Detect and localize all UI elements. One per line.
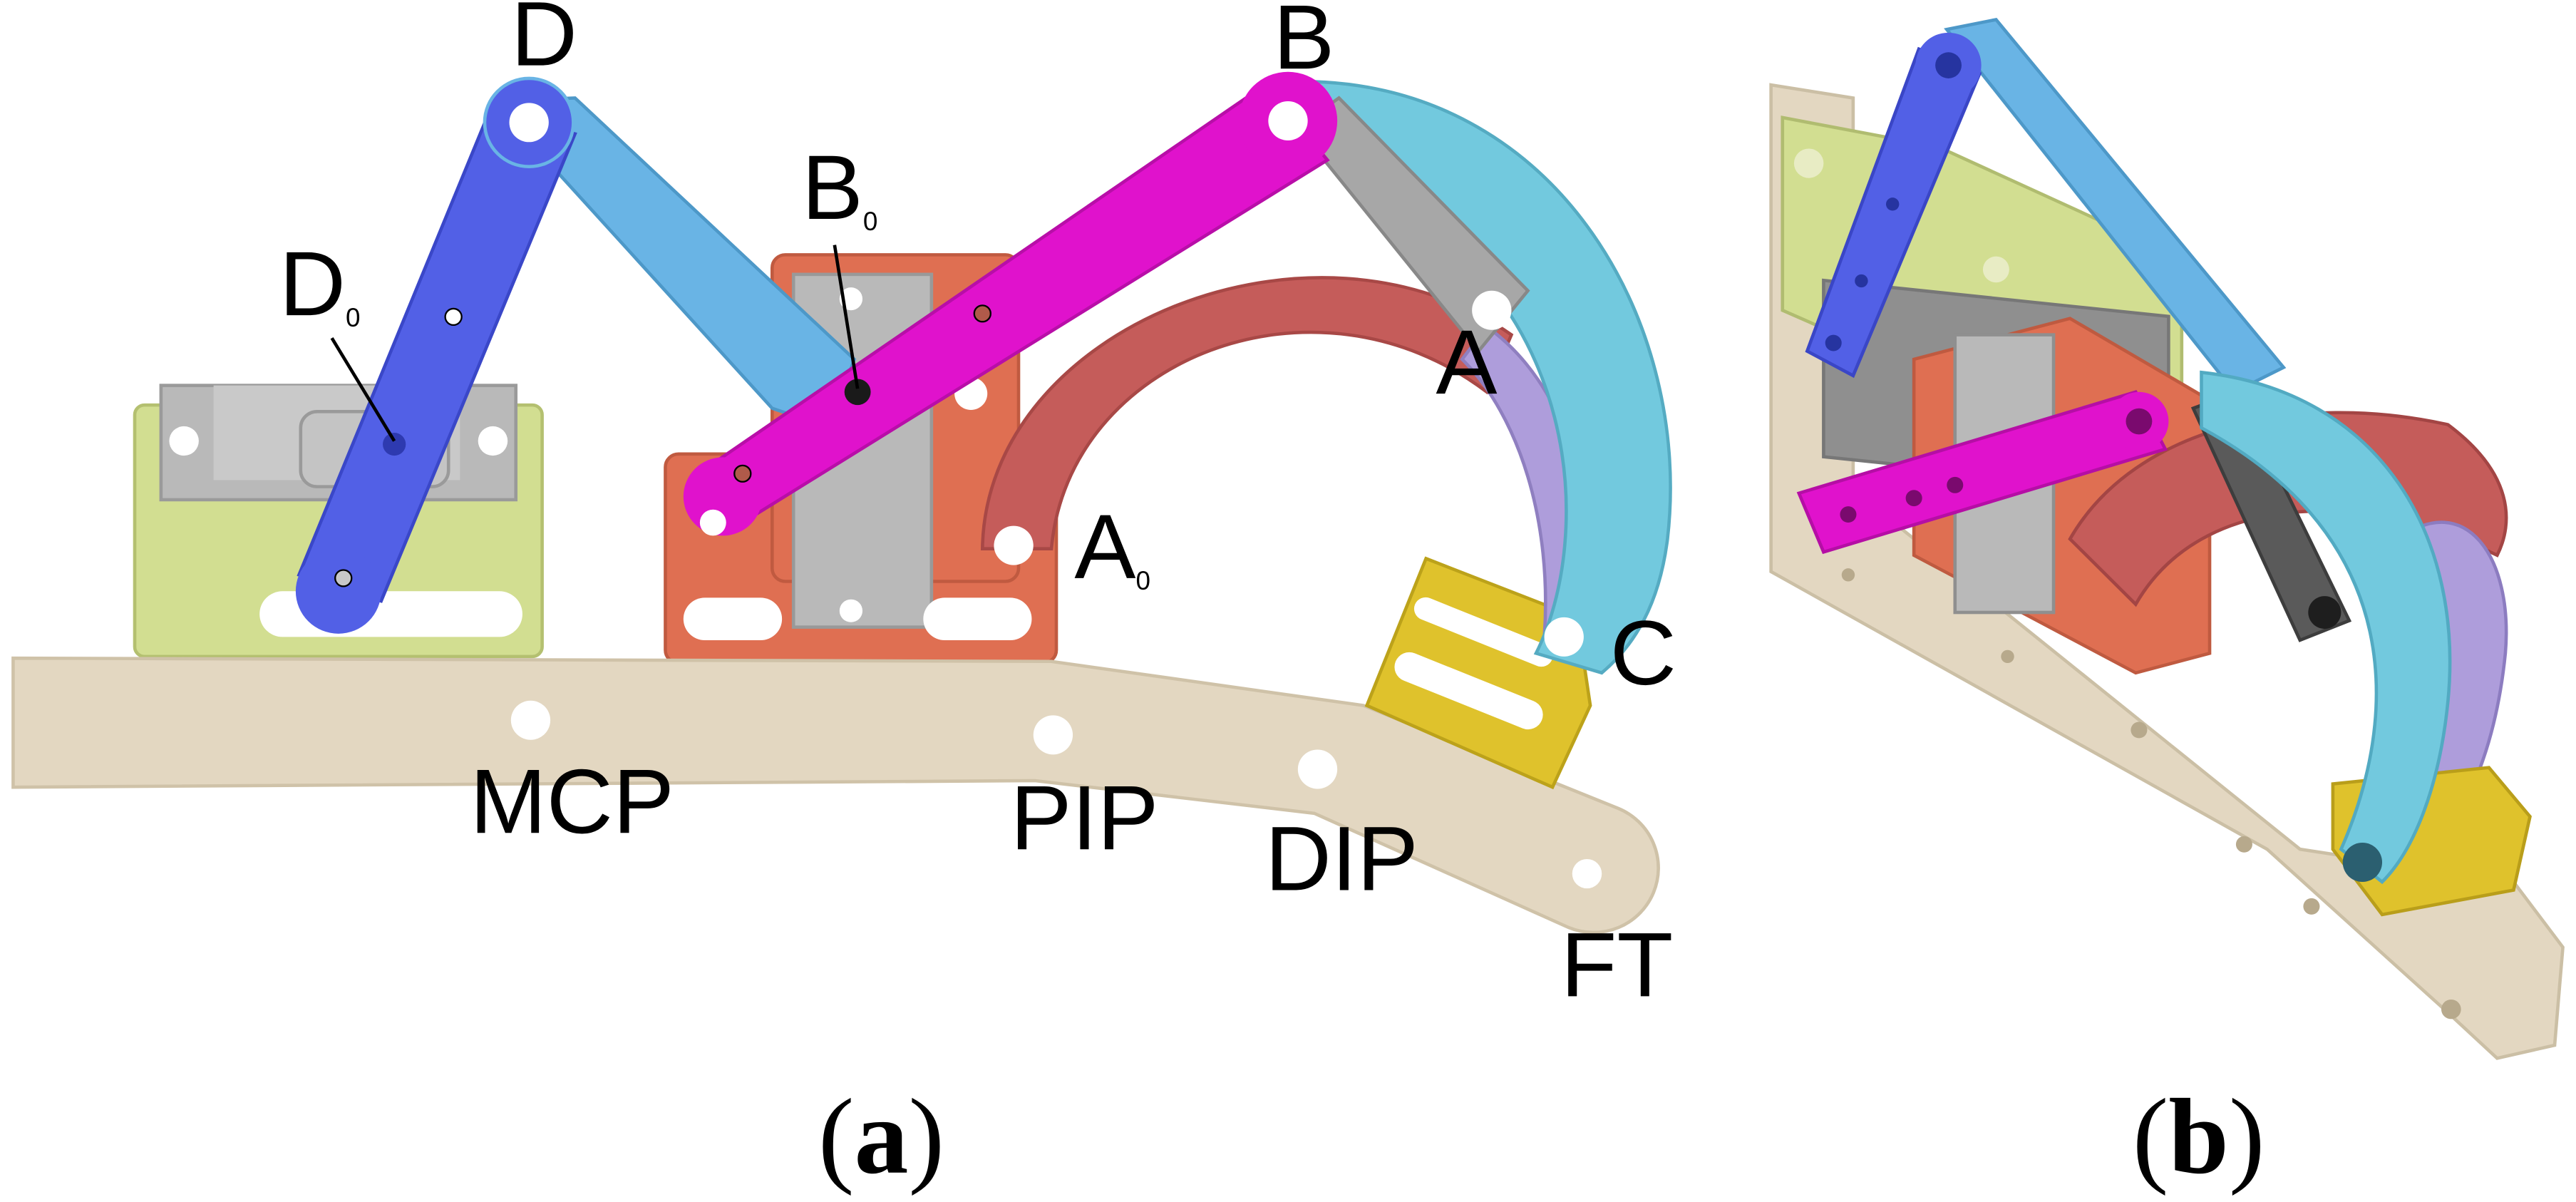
label-pip: PIP [1010, 768, 1158, 870]
label-c: C [1610, 602, 1676, 704]
dip-joint-hole [1297, 749, 1338, 789]
iso-cyan-arc [2200, 370, 2452, 885]
label-b0: B0 [802, 137, 878, 239]
label-ft: FT [1561, 915, 1674, 1017]
label-mcp: MCP [470, 751, 674, 853]
b0-leader-line [833, 245, 860, 389]
caption-a: (a) [818, 1077, 944, 1196]
panel-a-side-view: D D0 B B0 A A0 C MCP PIP DIP FT (a) [11, 0, 1676, 1196]
fingertip-hole [1572, 858, 1602, 889]
pip-joint-hole [1033, 715, 1073, 755]
caption-b: (b) [2133, 1077, 2265, 1196]
d0-leader-line [330, 337, 396, 442]
label-a: A [1436, 312, 1497, 413]
yellow-bracket [1364, 556, 1592, 790]
mcp-joint-hole [510, 700, 551, 740]
label-d: D [511, 0, 577, 86]
label-a0: A0 [1074, 496, 1150, 598]
finger-base-plate [11, 656, 1660, 935]
joint-markers [334, 101, 1584, 657]
label-b: B [1273, 0, 1334, 88]
label-dip: DIP [1265, 808, 1418, 910]
iso-coupler-link [1944, 17, 2287, 394]
cyan-arc-link [1312, 80, 1672, 675]
panel-b-isometric-view: (b) [1769, 17, 2565, 1196]
red-arc-link [980, 276, 1514, 550]
iso-magenta-link [1796, 390, 2168, 555]
label-d0: D0 [279, 233, 361, 335]
